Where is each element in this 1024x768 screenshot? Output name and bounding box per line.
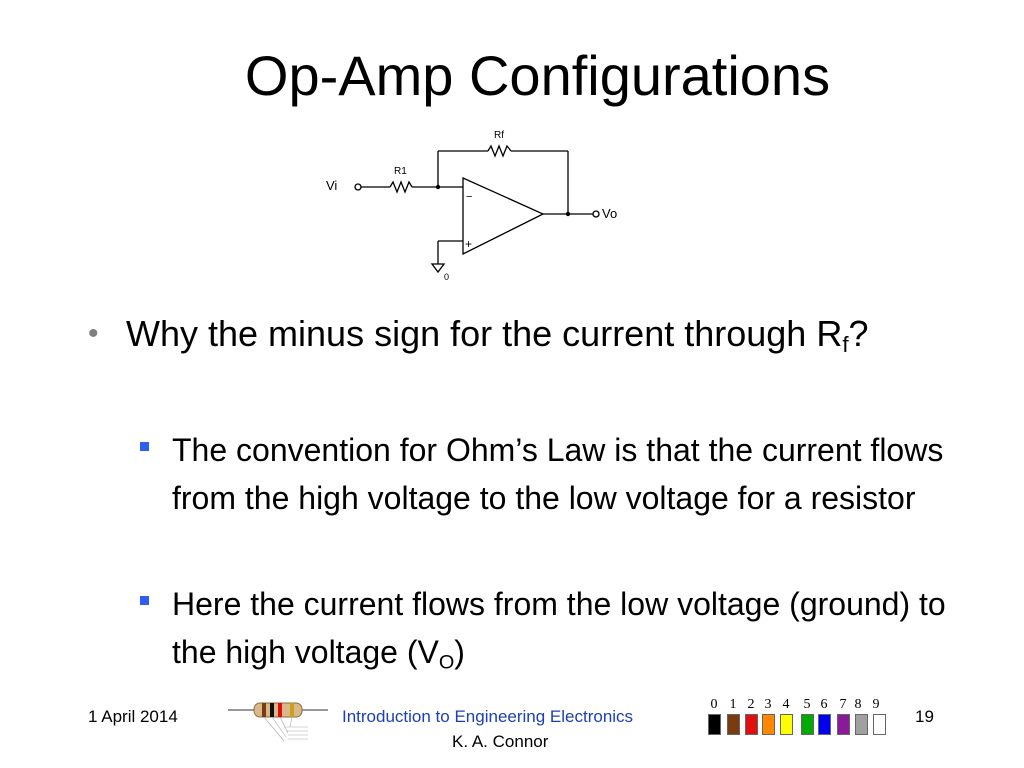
slide-title: Op-Amp Configurations xyxy=(244,44,831,107)
slide-number: 19 xyxy=(915,707,934,726)
vi-label: Vi xyxy=(326,178,337,193)
color-swatch xyxy=(873,714,886,735)
color-digit: 3 xyxy=(764,697,772,712)
inverting-amplifier-schematic: Rf R1 Vi Vo − + 0 xyxy=(326,130,617,282)
color-digit: 1 xyxy=(729,697,737,712)
vo-label: Vo xyxy=(602,206,617,221)
noninverting-input-sign: + xyxy=(465,237,472,251)
color-swatch xyxy=(762,714,775,735)
color-digit: 4 xyxy=(782,697,790,712)
color-swatch xyxy=(818,714,831,735)
color-digit: 0 xyxy=(710,697,718,712)
color-digit: 5 xyxy=(803,697,811,712)
color-swatch xyxy=(837,714,850,735)
square-bullet-icon xyxy=(140,596,149,605)
bullet-dot: • xyxy=(88,317,99,350)
sub-bullet-text: The convention for Ohm’s Law is that the… xyxy=(172,432,944,516)
square-bullet-icon xyxy=(140,442,149,451)
color-digit: 9 xyxy=(872,697,880,712)
main-bullet: • Why the minus sign for the current thr… xyxy=(88,310,968,358)
sub-bullet-current-direction: Here the current flows from the low volt… xyxy=(140,580,960,676)
color-swatch xyxy=(745,714,758,735)
color-digit: 8 xyxy=(854,697,862,712)
main-bullet-text: Why the minus sign for the current throu… xyxy=(126,313,869,358)
color-swatch xyxy=(801,714,814,735)
footer-date: 1 April 2014 xyxy=(88,707,178,726)
color-swatch xyxy=(708,714,721,735)
sub-bullet-text: Here the current flows from the low volt… xyxy=(172,586,946,674)
color-swatch xyxy=(727,714,740,735)
sub-bullet-ohms-law: The convention for Ohm’s Law is that the… xyxy=(140,426,960,522)
footer-course-title: Introduction to Engineering Electronics xyxy=(342,707,634,726)
ground-label: 0 xyxy=(444,272,449,282)
rf-label: Rf xyxy=(494,130,504,141)
color-swatch xyxy=(855,714,868,735)
color-digit: 2 xyxy=(747,697,755,712)
inverting-input-sign: − xyxy=(466,191,472,203)
color-swatch xyxy=(780,714,793,735)
resistor-logo-icon xyxy=(228,702,328,742)
footer-author: K. A. Connor xyxy=(452,732,549,751)
color-digit: 7 xyxy=(839,697,847,712)
color-digit: 6 xyxy=(820,697,828,712)
r1-label: R1 xyxy=(394,166,407,177)
